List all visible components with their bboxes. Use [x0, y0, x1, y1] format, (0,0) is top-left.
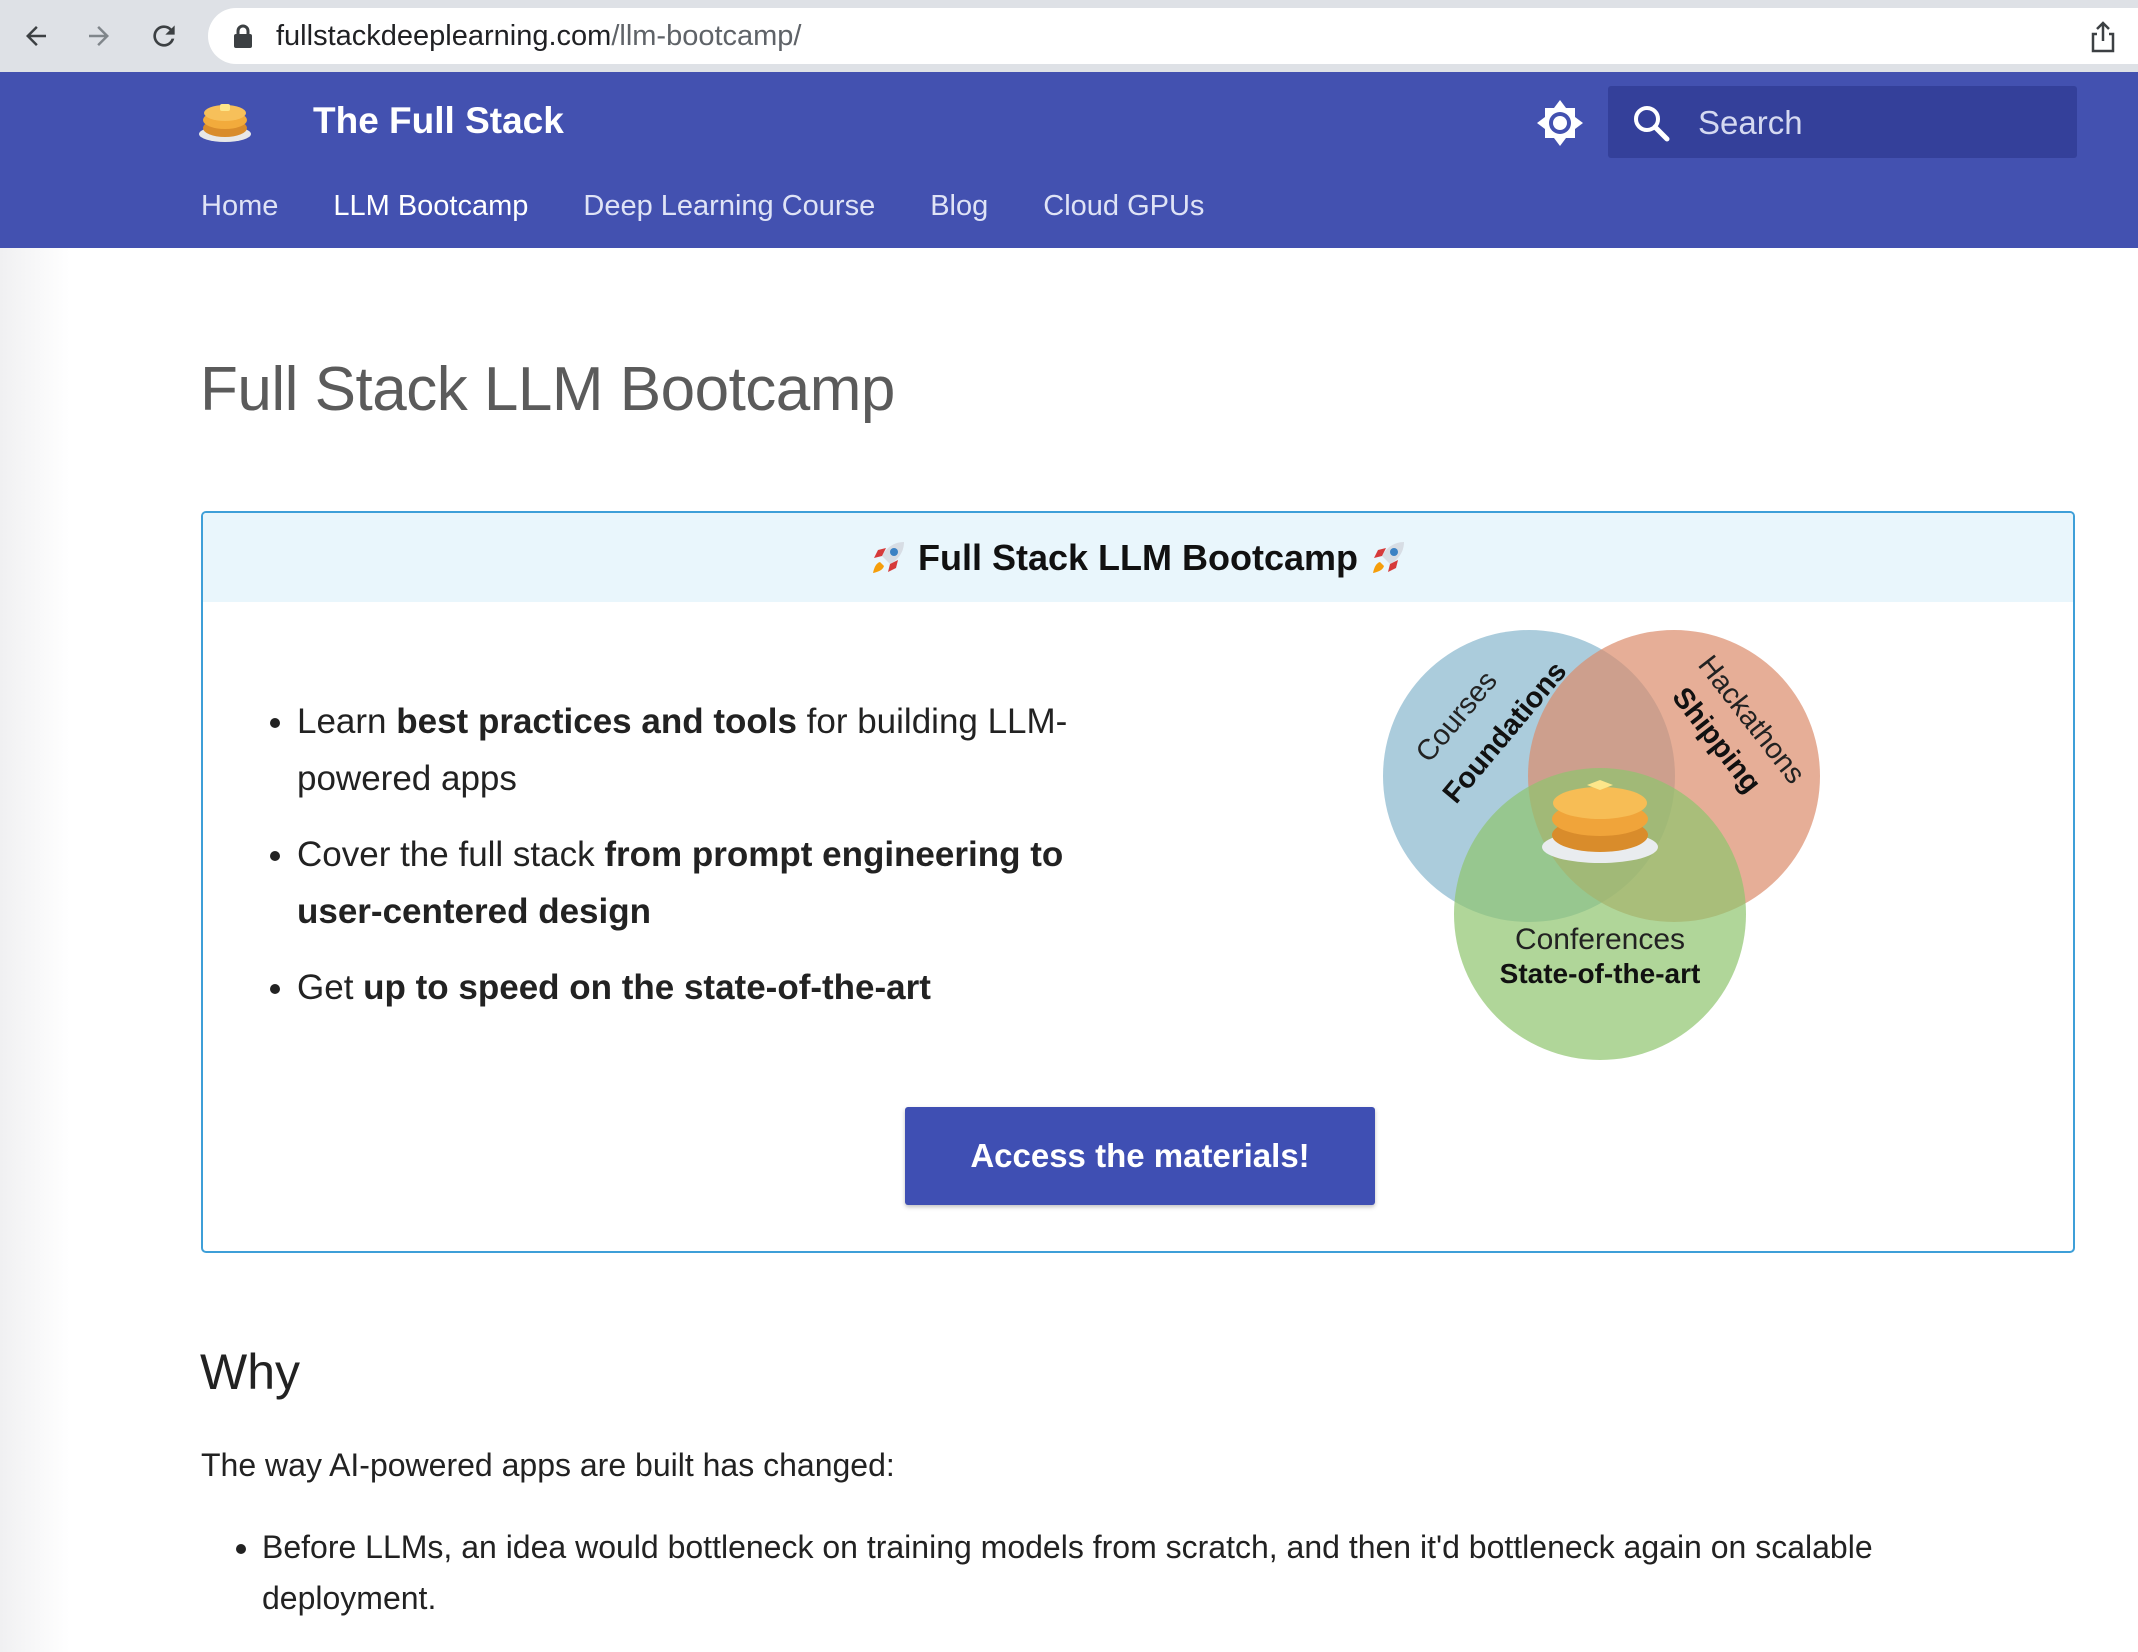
venn-label-state-of-the-art: State-of-the-art	[1500, 958, 1701, 989]
lock-icon	[234, 24, 252, 48]
rocket-icon	[872, 541, 904, 573]
url-text: fullstackdeeplearning.com/llm-bootcamp/	[276, 8, 801, 64]
list-item: Get up to speed on the state-of-the-art	[297, 959, 1157, 1016]
list-item: Before LLMs, an idea would bottleneck on…	[262, 1522, 2012, 1624]
site-title[interactable]: The Full Stack	[313, 100, 564, 141]
feature-list: Learn best practices and tools for build…	[260, 693, 1157, 1035]
arrow-left-icon	[26, 26, 46, 46]
forward-button[interactable]	[77, 14, 121, 58]
admonition-title-text: Full Stack LLM Bootcamp	[917, 536, 1359, 578]
nav-llm-bootcamp[interactable]: LLM Bootcamp	[333, 190, 529, 222]
search-icon	[1634, 106, 1670, 142]
reload-button[interactable]	[142, 14, 186, 58]
rocket-icon	[1373, 541, 1405, 573]
why-list: Before LLMs, an idea would bottleneck on…	[228, 1522, 2012, 1624]
nav-deep-learning-course[interactable]: Deep Learning Course	[583, 190, 876, 222]
list-item: Cover the full stack from prompt enginee…	[297, 826, 1157, 940]
venn-circle-conferences	[1454, 768, 1746, 1060]
list-item: Learn best practices and tools for build…	[297, 693, 1157, 807]
admonition-title: Full Stack LLM Bootcamp	[203, 513, 2073, 602]
why-heading: Why	[200, 1344, 300, 1400]
page-title: Full Stack LLM Bootcamp	[200, 355, 895, 424]
site-header: The Full Stack Home LLM Bootcamp Deep Le…	[0, 72, 2138, 248]
venn-label-conferences: Conferences	[1515, 923, 1685, 956]
back-button[interactable]	[14, 14, 58, 58]
share-icon[interactable]	[2088, 20, 2118, 54]
venn-diagram: Courses Foundations Hackathons Shipping …	[1383, 630, 1820, 1060]
url-host: fullstackdeeplearning.com	[276, 20, 612, 52]
access-materials-button[interactable]: Access the materials!	[905, 1107, 1375, 1205]
search-input[interactable]	[1696, 96, 2060, 150]
pancakes-icon	[1542, 780, 1658, 863]
brightness-icon[interactable]	[1535, 98, 1585, 148]
pancakes-icon[interactable]	[198, 98, 252, 144]
bootcamp-admonition: Full Stack LLM Bootcamp Learn best pract…	[201, 511, 2075, 1253]
why-intro: The way AI-powered apps are built has ch…	[201, 1447, 895, 1483]
site-nav: Home LLM Bootcamp Deep Learning Course B…	[201, 184, 1259, 228]
left-gutter	[0, 248, 70, 1652]
reload-icon	[153, 25, 175, 47]
browser-toolbar: fullstackdeeplearning.com/llm-bootcamp/	[0, 0, 2138, 72]
arrow-right-icon	[89, 26, 109, 46]
search-box[interactable]	[1608, 86, 2077, 158]
nav-home[interactable]: Home	[201, 190, 279, 222]
nav-blog[interactable]: Blog	[930, 190, 989, 222]
address-bar[interactable]: fullstackdeeplearning.com/llm-bootcamp/	[208, 8, 2138, 64]
url-path: /llm-bootcamp/	[611, 20, 802, 52]
nav-cloud-gpus[interactable]: Cloud GPUs	[1043, 190, 1205, 222]
